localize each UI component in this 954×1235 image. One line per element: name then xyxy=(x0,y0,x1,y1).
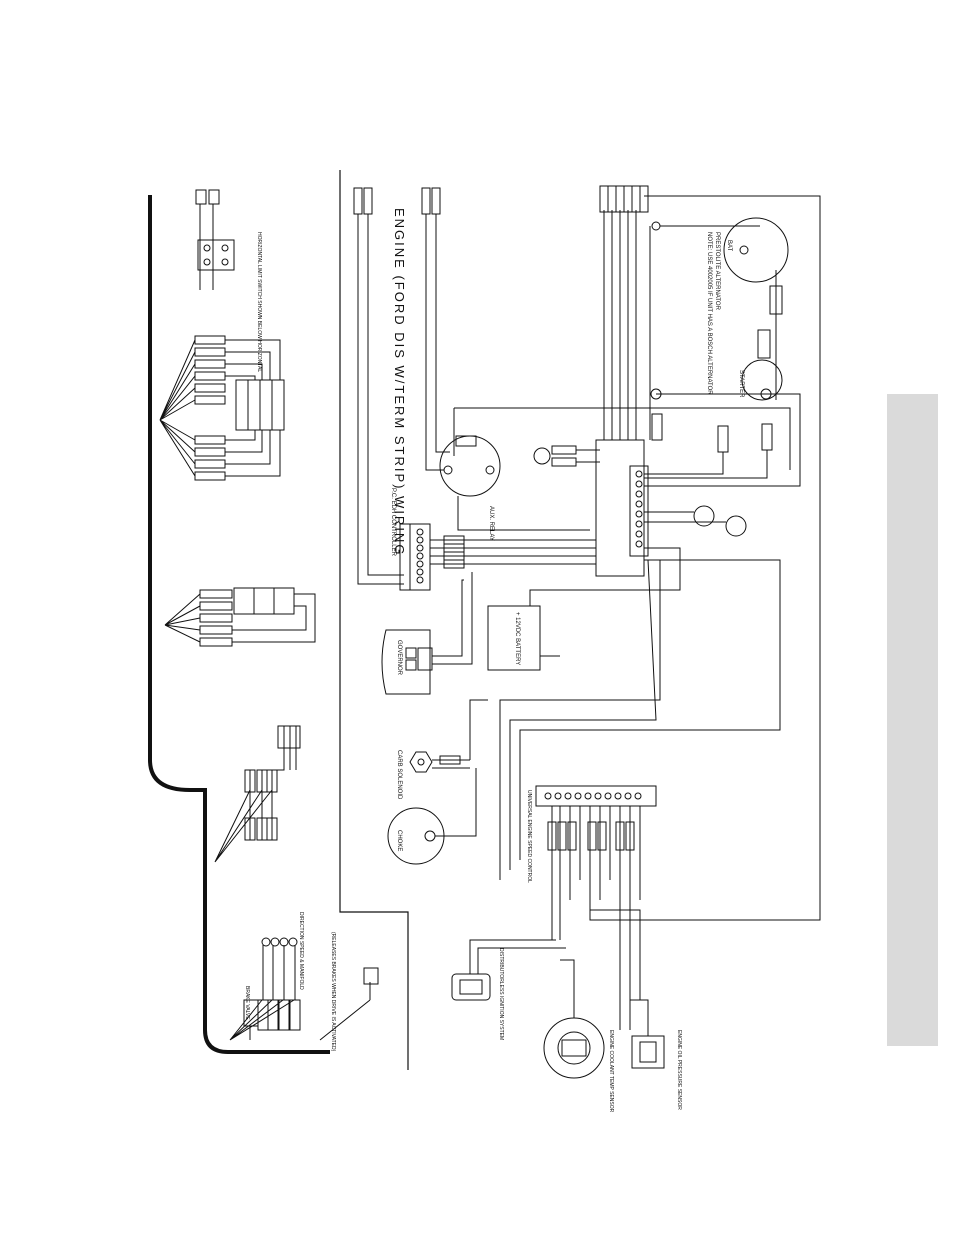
diagram-title: ENGINE (FORD DIS W/TERM STRIP) WIRING xyxy=(392,208,407,556)
harness-group-4 xyxy=(229,937,379,1041)
battery-label: + 12VDC BATTERY xyxy=(514,612,520,665)
brake-note: (RELEASES BRAKES WHEN DRIVE IS ACTIVATED… xyxy=(330,932,336,1052)
side-tab xyxy=(887,394,938,1046)
oil-pressure-sensor xyxy=(630,999,665,1069)
choke xyxy=(387,768,477,865)
pump-label: BRAKE VALVE xyxy=(244,986,250,1020)
harness-group-1 xyxy=(159,335,285,481)
alternator-note: NOTE: USE 4002005 IF UNIT HAS A BOSCH AL… xyxy=(706,232,712,395)
terminal-strip xyxy=(595,185,649,577)
coolant-sensor-label: ENGINE COOLANT TEMP SENSOR xyxy=(608,1030,614,1113)
governor xyxy=(381,572,473,695)
controller-label: P.C. EDH CONTROLLER xyxy=(390,488,396,557)
bat-label: BAT xyxy=(726,240,732,252)
governor-label: GOVERNOR xyxy=(396,640,402,676)
alternator-label: PRESTOLITE ALTERNATOR xyxy=(714,232,720,311)
battery xyxy=(487,589,596,671)
choke-label: CHOKE xyxy=(396,830,402,851)
diagram-labels: ENGINE (FORD DIS W/TERM STRIP) WIRING P.… xyxy=(244,208,744,1113)
carb-solenoid-label: CARB SOLENOID xyxy=(396,750,402,800)
logic-valve-label: DIRECTION SPEED & MANIFOLD xyxy=(298,912,304,990)
harness-group-2 xyxy=(164,587,316,647)
horizontal-limit-switch-connector xyxy=(195,189,235,290)
distributor-label: DISTRIBUTORLESS IGNITION SYSTEM xyxy=(498,948,504,1040)
distributorless-ignition xyxy=(451,939,566,1001)
speed-control-box xyxy=(535,785,657,1030)
coolant-temp-sensor xyxy=(543,959,605,1079)
oil-sensor-label: ENGINE OIL PRESSURE SENSOR xyxy=(676,1030,682,1110)
carb-solenoid xyxy=(409,699,488,773)
starter-label: STARTER xyxy=(738,370,744,398)
aux-relay-label: AUX. RELAY xyxy=(488,506,494,541)
aux-relay xyxy=(439,435,590,531)
harness-group-3 xyxy=(214,725,301,863)
switch-note: HORIZONTAL LIMIT SWITCH SHOWN BELOW HORI… xyxy=(256,232,262,372)
controller-block xyxy=(399,523,596,591)
speed-control-label: UNIVERSAL ENGINE SPEED CONTROL xyxy=(526,790,532,883)
